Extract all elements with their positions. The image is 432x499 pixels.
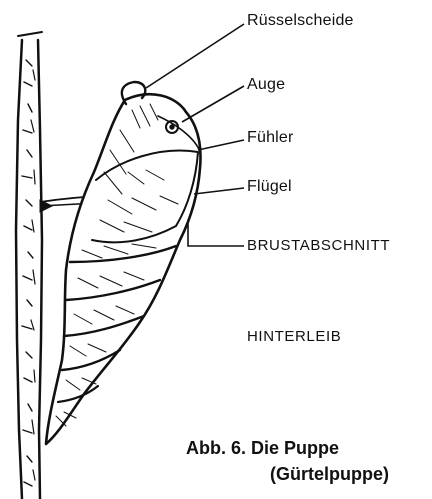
leader-fluegel: [194, 188, 244, 194]
figure-caption-line2: (Gürtelpuppe): [270, 462, 389, 486]
leader-fuehler: [198, 140, 244, 150]
twig: [16, 32, 42, 499]
label-thorax: BRUSTABSCHNITT: [247, 237, 390, 255]
label-abdomen: HINTERLEIB: [247, 328, 341, 346]
label-proboscis-sheath: Rüsselscheide: [247, 12, 354, 30]
figure-caption-line1: Abb. 6. Die Puppe: [186, 436, 339, 460]
label-wing: Flügel: [247, 178, 292, 196]
leader-rüsselscheide: [146, 24, 244, 88]
label-eye: Auge: [247, 76, 285, 94]
leader-brustabschnitt: [188, 220, 244, 246]
label-antenna: Fühler: [247, 129, 294, 147]
leader-auge: [182, 86, 244, 122]
pupa-body: [46, 82, 200, 444]
